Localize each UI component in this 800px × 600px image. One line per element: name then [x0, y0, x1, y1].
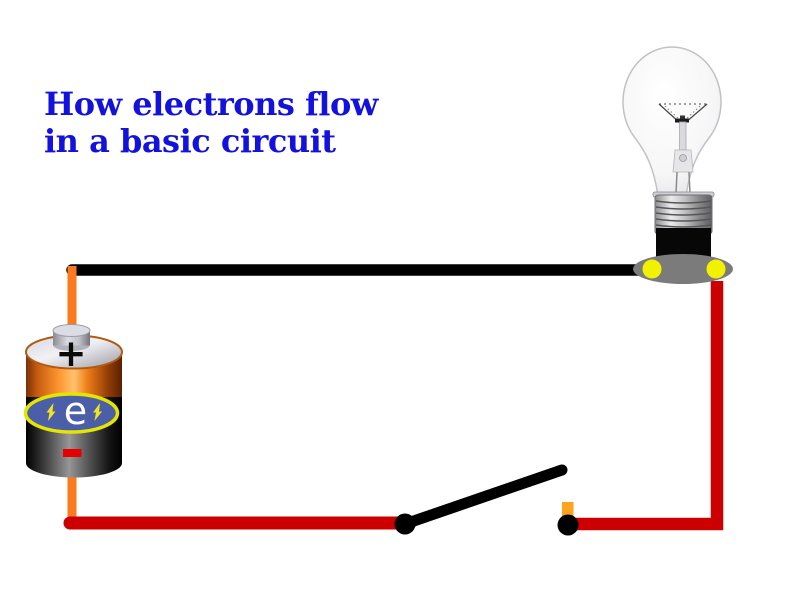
bulb-screw-base [652, 191, 715, 235]
switch-contact [557, 514, 579, 536]
battery-plus-label: + [55, 332, 86, 375]
lightning-bolt-left-icon [46, 403, 56, 421]
title-line-2: in a basic circuit [44, 122, 336, 160]
battery: + e [23, 324, 123, 478]
bulb-glass [622, 46, 722, 197]
wires [63, 264, 724, 531]
switch [394, 464, 579, 536]
switch-pivot [394, 513, 416, 535]
light-bulb [622, 46, 733, 284]
lightning-bolt-right-icon [93, 403, 102, 421]
battery-terminal-nub [52, 324, 91, 351]
electron-label: e [64, 389, 87, 433]
title-line-1: How electrons flow [44, 85, 378, 123]
wire-red-right [574, 281, 724, 531]
bulb-terminal-left [642, 259, 662, 279]
bulb-base [633, 254, 733, 284]
electron-badge: e [23, 389, 120, 434]
bulb-filament [658, 103, 708, 195]
bulb-terminal-right [706, 259, 726, 279]
diagram-title: How electrons flow in a basic circuit [44, 86, 378, 160]
battery-minus-terminal [63, 449, 82, 457]
switch-contact-stub [562, 502, 574, 519]
switch-lever [399, 464, 568, 530]
